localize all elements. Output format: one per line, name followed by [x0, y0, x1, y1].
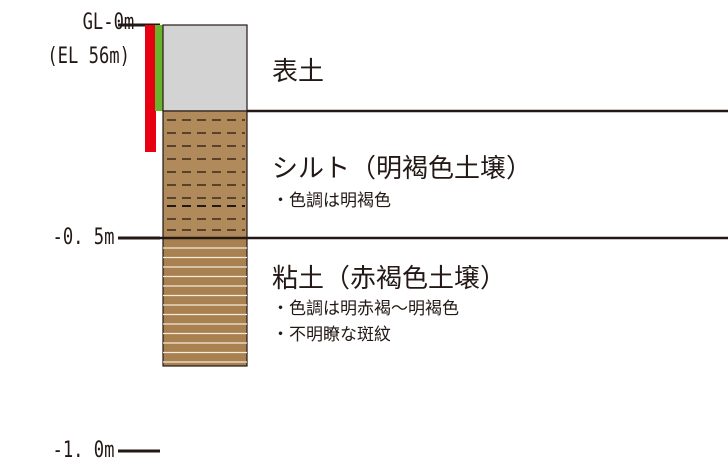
silt-title: シルト（明褐色土壌）: [272, 154, 533, 184]
green-indicator-bar: [155, 25, 163, 111]
silt-note-1: ・色調は明褐色: [272, 191, 391, 211]
topsoil-title: 表土: [272, 57, 325, 87]
topsoil-layer: [162, 24, 248, 112]
d10-depth-label: -1. 0m: [52, 438, 114, 463]
silt-layer: [162, 110, 248, 239]
d05-depth-label: -0. 5m: [52, 225, 114, 250]
clay-title: 粘土（赤褐色土壌）: [272, 264, 507, 294]
gl-depth-label: GL-0m: [82, 10, 134, 35]
clay-line-pattern: [163, 247, 247, 363]
el-depth-label: (EL 56m): [47, 44, 130, 69]
clay-note-2: ・不明瞭な斑紋: [272, 325, 391, 345]
clay-note-1: ・色調は明赤褐～明褐色: [272, 299, 459, 319]
silt-dash-pattern: [167, 119, 245, 231]
red-indicator-bar: [145, 25, 156, 152]
